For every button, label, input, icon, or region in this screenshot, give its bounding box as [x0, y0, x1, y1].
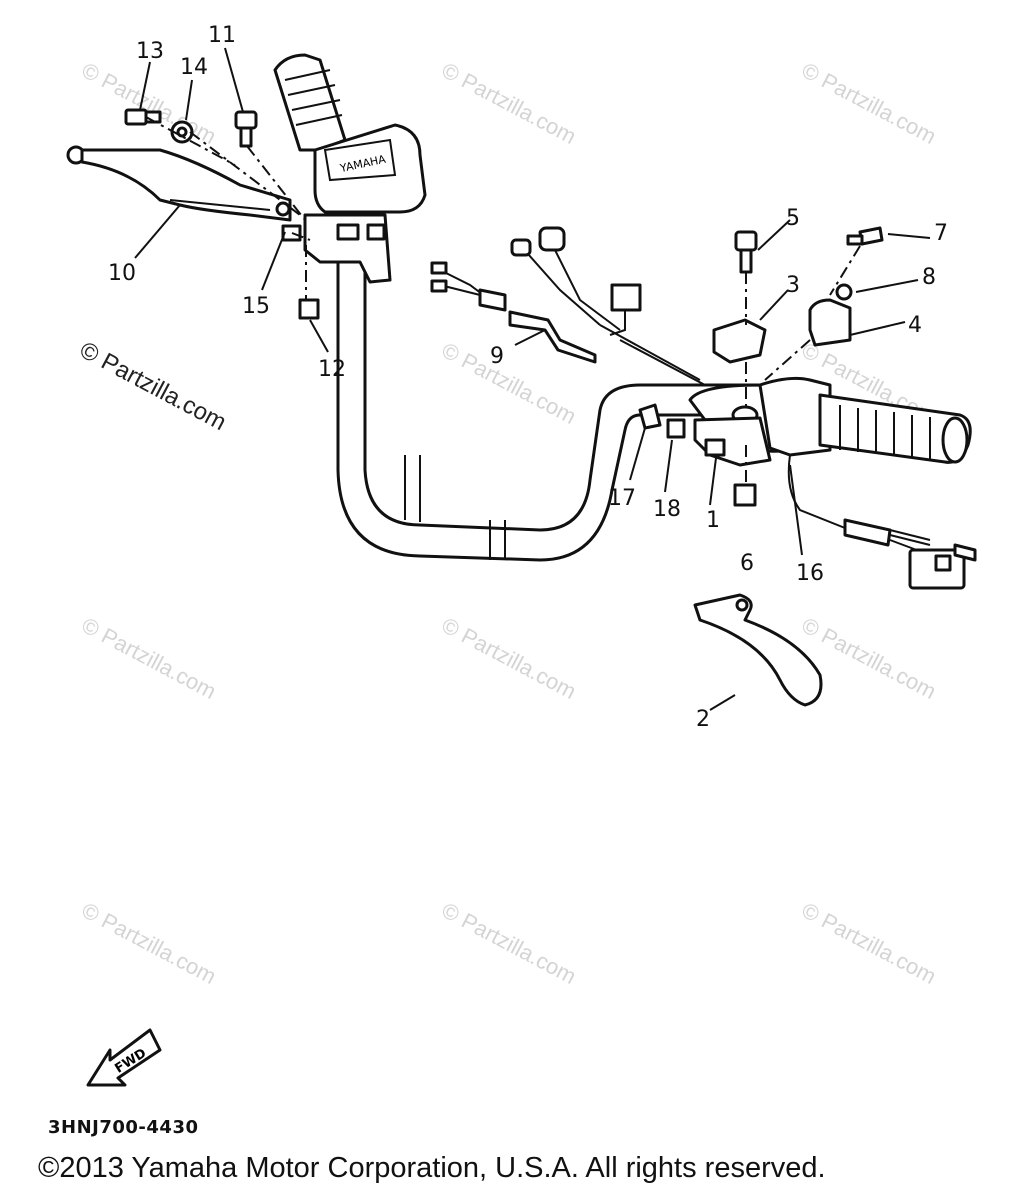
watermark: © Partzilla.com — [78, 897, 221, 989]
callout-7: 7 — [934, 221, 948, 246]
callout-9: 9 — [490, 344, 504, 369]
watermark: © Partzilla.com — [798, 897, 941, 989]
lever-bracket — [638, 403, 772, 467]
callout-8: 8 — [922, 265, 936, 290]
leader-lines — [134, 47, 931, 711]
watermark: © Partzilla.com — [438, 612, 581, 704]
wire-harness — [430, 226, 706, 386]
callout-17: 17 — [608, 486, 636, 511]
watermark: © Partzilla.com — [438, 897, 581, 989]
callout-4: 4 — [908, 313, 922, 338]
copyright-notice: ©2013 Yamaha Motor Corporation, U.S.A. A… — [38, 1152, 826, 1184]
fasteners-right — [712, 226, 884, 507]
left-grip-assembly: YAMAHA — [273, 53, 427, 284]
callout-5: 5 — [786, 206, 800, 231]
callout-3: 3 — [786, 273, 800, 298]
callout-18: 18 — [653, 497, 681, 522]
watermark: © Partzilla.com — [438, 57, 581, 149]
fasteners-left — [124, 108, 320, 320]
callout-1: 1 — [706, 508, 720, 533]
watermark-dark: © Partzilla.com — [75, 336, 230, 436]
callout-2: 2 — [696, 707, 710, 732]
part-2-brake-lever — [693, 593, 823, 707]
callout-11: 11 — [208, 23, 236, 48]
callout-15: 15 — [242, 294, 270, 319]
watermark: © Partzilla.com — [798, 57, 941, 149]
part-10-left-lever — [66, 145, 292, 222]
callout-13: 13 — [136, 39, 164, 64]
watermark: © Partzilla.com — [78, 612, 221, 704]
callout-6: 6 — [740, 551, 754, 576]
callouts: 13 14 11 10 15 12 9 5 7 8 3 4 17 18 1 6 … — [108, 23, 948, 732]
callout-10: 10 — [108, 261, 136, 286]
fwd-arrow: FWD — [86, 1028, 162, 1087]
callout-14: 14 — [180, 55, 208, 80]
callout-12: 12 — [318, 357, 346, 382]
part-16-cable — [787, 454, 977, 590]
callout-16: 16 — [796, 561, 824, 586]
diagram-part-code: 3HNJ700-4430 — [48, 1117, 199, 1138]
